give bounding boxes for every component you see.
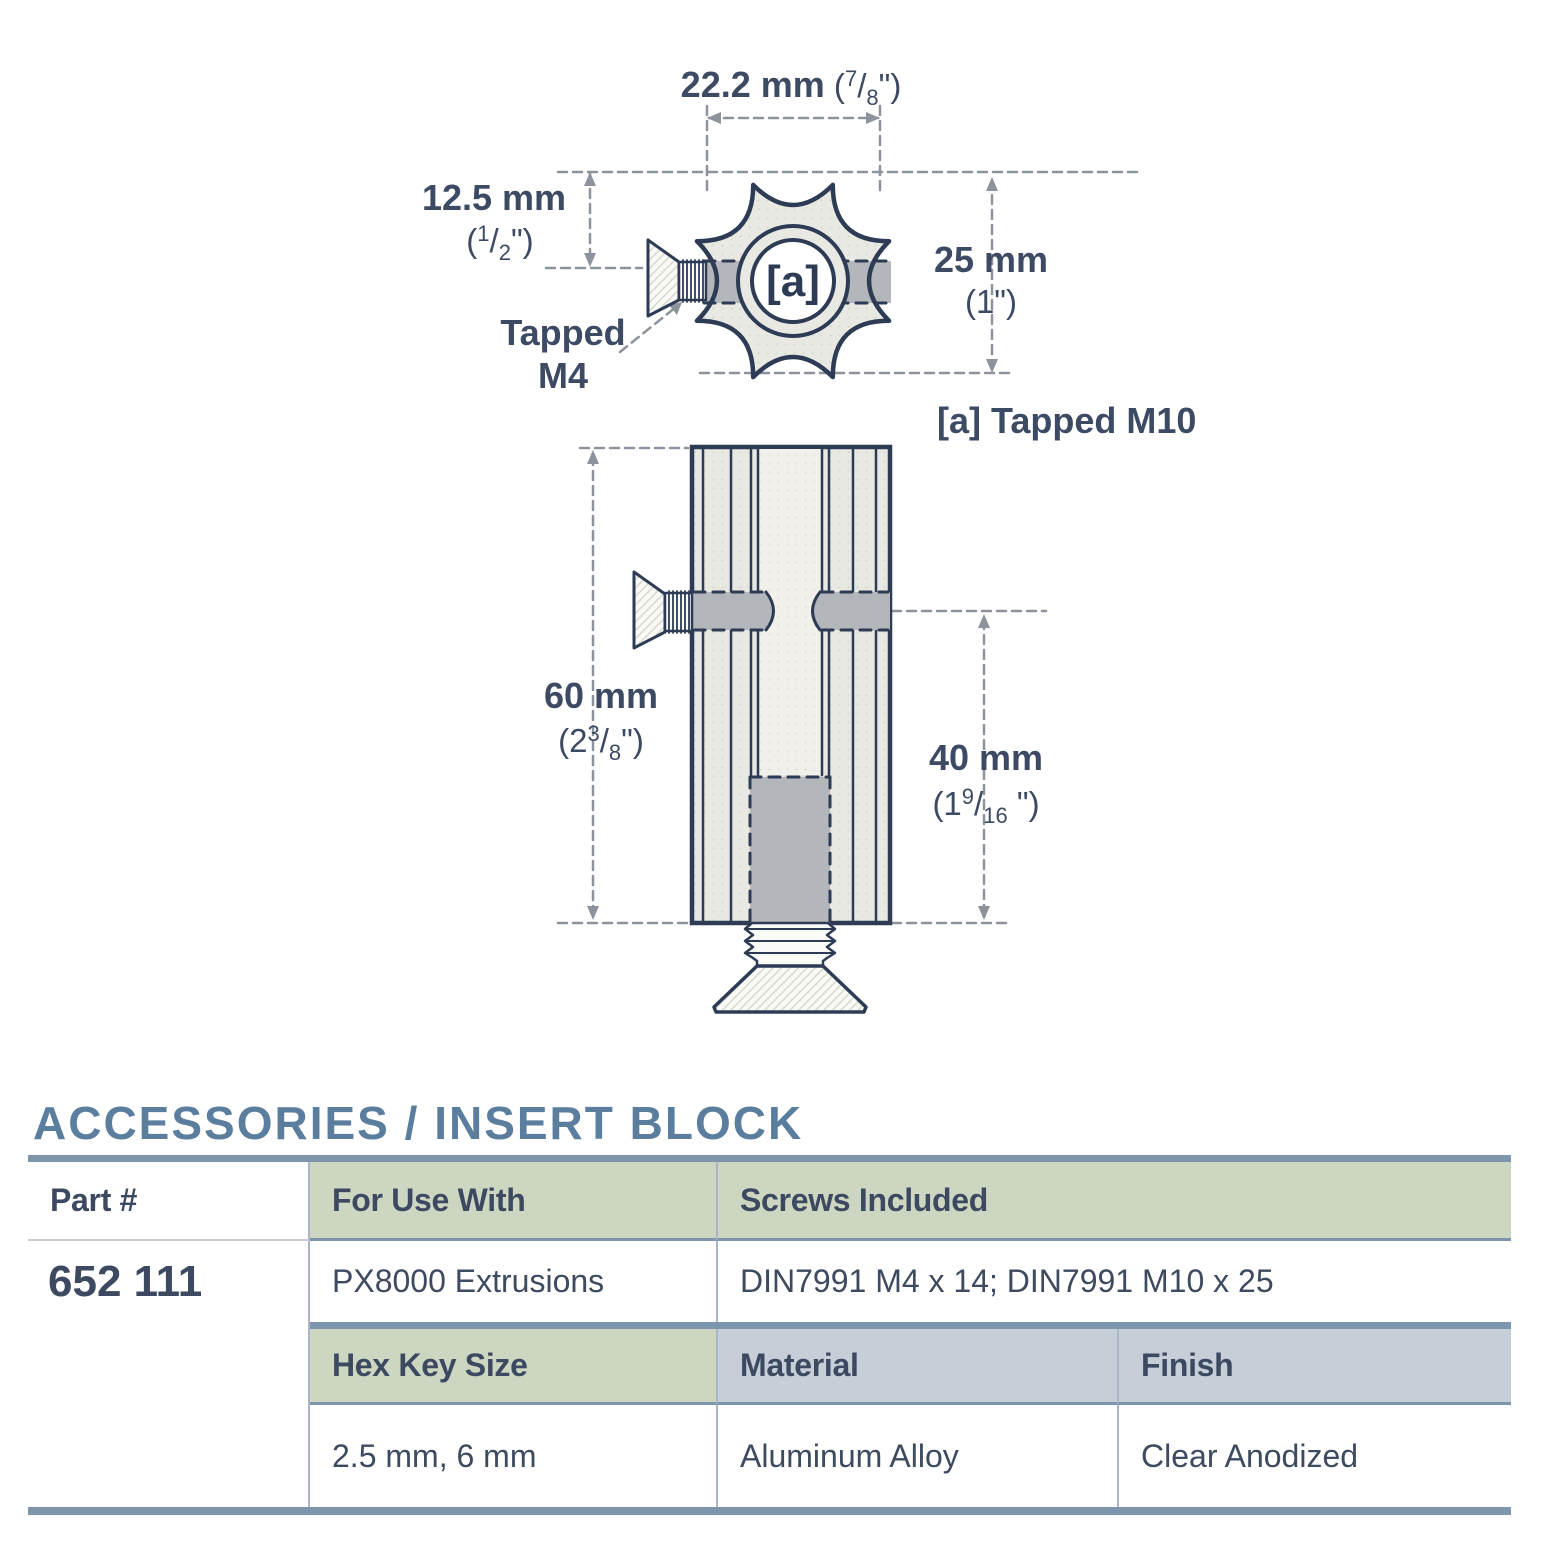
col-header-screws-included: Screws Included (716, 1162, 1511, 1241)
side-view-figure: 60 mm (23/8") 40 mm (19/16 ") (544, 444, 1048, 1014)
m10-tapped-hole (750, 777, 830, 923)
tapped-m4-label-line1: Tapped (500, 312, 625, 353)
dim-offset-label-in: (1/2") (466, 221, 533, 265)
table-bottom-rule (28, 1507, 1511, 1515)
dimension-lines-side-view (556, 446, 1048, 925)
tapped-m10-note: [a] Tapped M10 (937, 400, 1196, 441)
dimension-arrows-side-view (587, 450, 990, 920)
m4-screw-head-side (632, 570, 667, 650)
m10-screw-head (712, 964, 868, 1014)
part-number-cell: 652 111 (28, 1241, 310, 1507)
m10-hole-hidden-edges (748, 775, 832, 923)
table-top-rule (28, 1155, 1511, 1162)
tapped-hole-m10 (750, 238, 836, 324)
dim-block-height-in: (23/8") (558, 721, 644, 765)
dim-offset-label-mm: 12.5 mm (422, 177, 566, 218)
table-mid-rule (310, 1322, 1511, 1329)
m10-screw-bottom (712, 921, 868, 1014)
dim-height-label-in: (1") (965, 283, 1017, 320)
col-header-material: Material (716, 1329, 1117, 1405)
m4-screw-side-view (632, 570, 694, 650)
col-header-hex-key-size: Hex Key Size (310, 1329, 716, 1405)
m4-cross-hole (692, 590, 890, 632)
insert-block-star-outline (694, 182, 892, 380)
material-value: Aluminum Alloy (716, 1405, 1117, 1507)
tapped-m4-label-line2: M4 (538, 355, 588, 396)
col-header-finish: Finish (1117, 1329, 1511, 1405)
spec-table: Part # For Use With Screws Included 652 … (28, 1155, 1511, 1515)
for-use-with-value: PX8000 Extrusions (310, 1241, 716, 1322)
hex-key-size-value: 2.5 mm, 6 mm (310, 1405, 716, 1507)
dim-hole-depth-mm: 40 mm (929, 737, 1043, 778)
m4-screw-top-view (646, 238, 708, 318)
col-header-for-use-with: For Use With (310, 1162, 716, 1241)
page-title: ACCESSORIES / INSERT BLOCK (33, 1097, 804, 1149)
dim-height-label-mm: 25 mm (934, 239, 1048, 280)
top-view-figure: [a] 22.2 mm (7/8") 12.5 mm (1/2") Tapped (422, 64, 1196, 441)
screws-included-value: DIN7991 M4 x 14; DIN7991 M10 x 25 (716, 1241, 1511, 1322)
col-header-part: Part # (28, 1162, 310, 1241)
dim-width-label: 22.2 mm (7/8") (681, 64, 902, 110)
finish-value: Clear Anodized (1117, 1405, 1511, 1507)
technical-drawing: [a] 22.2 mm (7/8") 12.5 mm (1/2") Tapped (422, 64, 1196, 1014)
center-hole-label: [a] (766, 257, 820, 306)
dim-hole-depth-in: (19/16 ") (932, 784, 1039, 828)
dim-block-height-mm: 60 mm (544, 675, 658, 716)
dimension-arrows-top-view (584, 112, 998, 373)
